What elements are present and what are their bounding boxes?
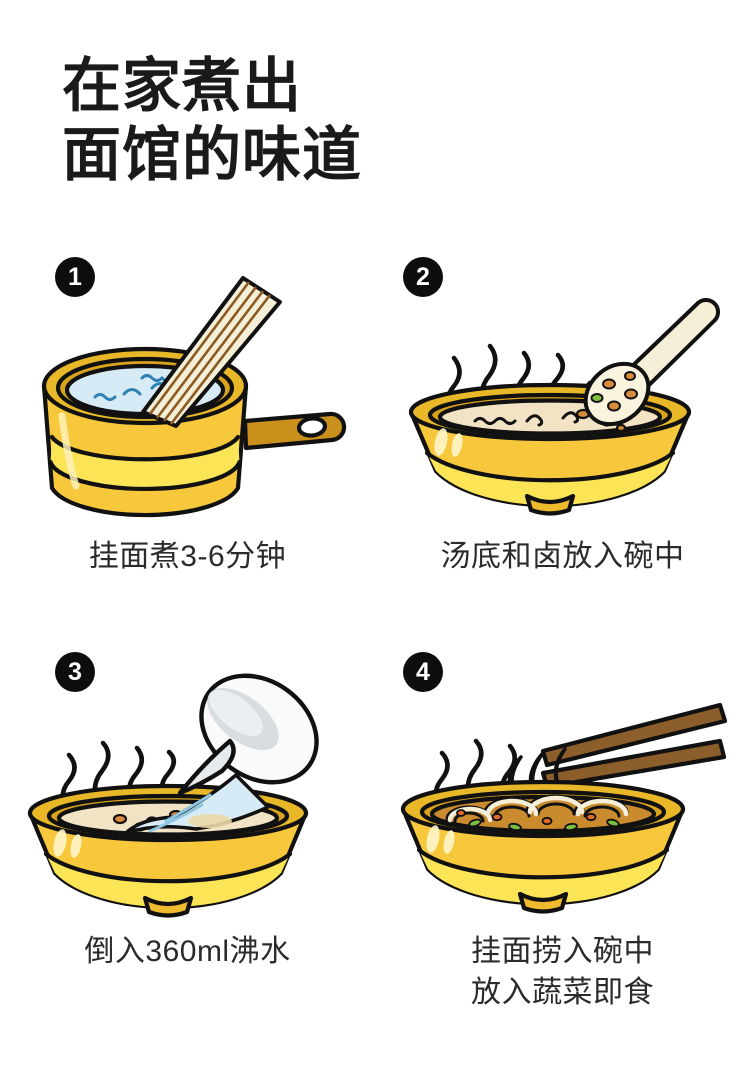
step-4-caption: 挂面捞入碗中 放入蔬菜即食 xyxy=(375,931,750,1013)
step-4-illustration xyxy=(375,661,750,916)
step-2-caption-line-1: 汤底和卤放入碗中 xyxy=(440,540,685,573)
title-line-1: 在家煮出 xyxy=(62,53,303,119)
step-1: 1 xyxy=(0,248,375,643)
step-3: 3 xyxy=(0,643,375,1038)
page-title: 在家煮出 面馆的味道 xyxy=(62,52,702,190)
step-1-caption-line-1: 挂面煮3-6分钟 xyxy=(88,540,287,573)
step-4-badge: 4 xyxy=(403,652,443,692)
title-line-2: 面馆的味道 xyxy=(62,122,363,188)
step-4-caption-line-1: 挂面捞入碗中 xyxy=(471,935,654,968)
step-2-badge: 2 xyxy=(403,257,443,297)
step-2: 2 xyxy=(375,248,750,643)
step-3-caption-line-1: 倒入360ml沸水 xyxy=(84,935,291,968)
step-4: 4 xyxy=(375,643,750,1038)
steps-grid: 1 xyxy=(0,248,750,1038)
step-4-caption-line-2: 放入蔬菜即食 xyxy=(471,976,654,1009)
step-2-caption: 汤底和卤放入碗中 xyxy=(375,536,750,577)
step-3-illustration xyxy=(0,661,375,918)
step-3-badge: 3 xyxy=(55,652,95,692)
step-1-caption: 挂面煮3-6分钟 xyxy=(0,536,375,577)
step-1-badge: 1 xyxy=(55,257,95,297)
step-3-caption: 倒入360ml沸水 xyxy=(0,931,375,972)
step-1-illustration xyxy=(0,266,375,521)
step-2-illustration xyxy=(375,266,750,521)
